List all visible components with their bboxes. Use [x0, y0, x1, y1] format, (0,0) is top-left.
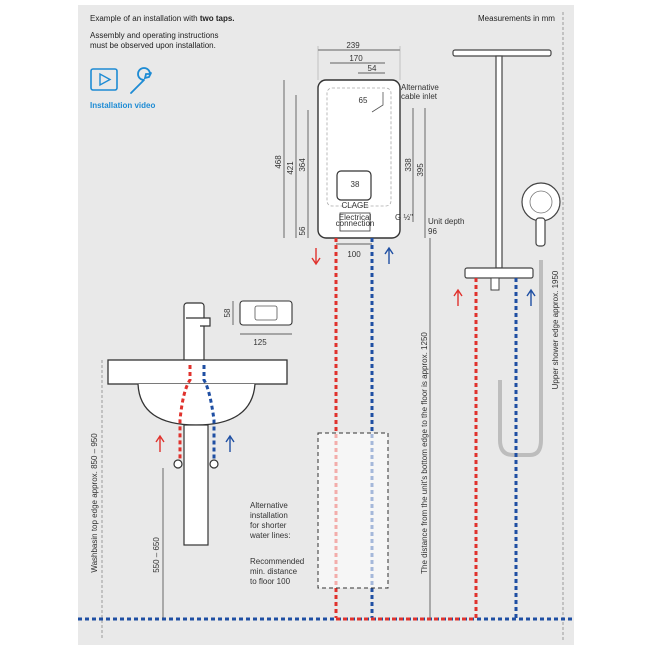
remote-display	[254, 305, 278, 321]
washbasin	[107, 302, 288, 546]
dim-pipe-spacing: 100	[347, 250, 361, 259]
remote-height: 58	[223, 308, 232, 317]
example-prefix: Example of an installation with	[90, 14, 200, 23]
dim-right-height: 338	[404, 158, 413, 172]
dim-width: 239	[346, 41, 360, 50]
alt-install-line-4: water lines:	[249, 531, 290, 540]
shower-edge-label: Upper shower edge approx. 1950	[551, 270, 560, 389]
basin-range-label: 550 – 650	[152, 537, 161, 573]
example-text: Example of an installation with two taps…	[90, 14, 235, 23]
dim-offset: 54	[368, 64, 377, 73]
alt-install-line-1: Alternative	[250, 501, 288, 510]
shower-hose	[498, 260, 543, 457]
unit-depth-value: 96	[428, 227, 437, 236]
dim-inner-width: 170	[349, 54, 363, 63]
cable-label-2: cable inlet	[401, 92, 438, 101]
basin-hot-arrow	[155, 434, 165, 452]
assembly-line-2: must be observed upon installation.	[90, 41, 216, 50]
dim-height-364: 364	[298, 158, 307, 172]
alternative-install-box	[317, 432, 389, 589]
measurements-note: Measurements in mm	[478, 14, 555, 23]
hot-out-arrow	[311, 248, 321, 266]
installation-video-link[interactable]: Installation video	[90, 101, 156, 110]
brand-logo: CLAGE	[341, 201, 368, 210]
assembly-line-1: Assembly and operating instructions	[90, 31, 219, 40]
example-bold: two taps.	[199, 14, 235, 23]
remote-control	[239, 300, 293, 326]
remote-width: 125	[253, 338, 267, 347]
dim-height-468: 468	[274, 155, 283, 169]
shower-head	[521, 182, 561, 247]
thread-size: G ½"	[395, 213, 413, 222]
water-heater-unit	[317, 79, 401, 239]
shower-hot-arrow	[453, 288, 463, 306]
panel-line-1: Electrical	[339, 213, 372, 222]
cable-label-1: Alternative	[401, 83, 439, 92]
recommended-line-3: to floor 100	[250, 577, 291, 586]
recommended-line-2: min. distance	[250, 567, 298, 576]
basin-hot-valve	[173, 459, 183, 469]
dim-height-421: 421	[286, 161, 295, 175]
basin-cold-line	[202, 365, 216, 461]
alt-install-line-3: for shorter	[250, 521, 287, 530]
shower-cold-arrow	[526, 288, 536, 306]
washbasin-edge-label: Washbasin top edge approx. 850 – 950	[90, 433, 99, 573]
play-icon[interactable]	[90, 68, 118, 91]
display-value: 38	[351, 180, 360, 189]
floor-distance-label: The distance from the unit's bottom edge…	[420, 332, 429, 574]
dim-pipe-height: 395	[416, 163, 425, 177]
recommended-line-1: Recommended	[250, 557, 304, 566]
shower-rail	[452, 49, 552, 291]
alt-install-line-2: installation	[250, 511, 288, 520]
basin-hot-line	[178, 365, 192, 461]
basin-cold-valve	[209, 459, 219, 469]
unit-depth-label: Unit depth	[428, 217, 464, 226]
panel-line-2: connection	[336, 219, 375, 228]
dim-cable-offset: 65	[359, 96, 368, 105]
wrench-icon[interactable]	[130, 67, 152, 94]
cold-in-arrow	[384, 246, 394, 264]
basin-cold-arrow	[225, 434, 235, 452]
dim-bottom-gap: 56	[298, 226, 307, 235]
